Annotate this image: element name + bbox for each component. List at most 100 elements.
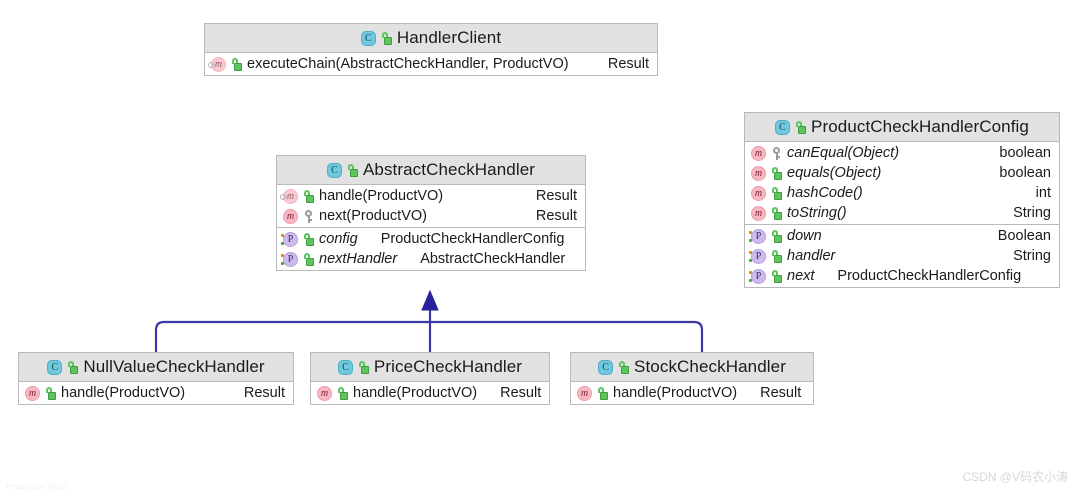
member-type: AbstractCheckHandler xyxy=(420,251,566,267)
member-name: canEqual(Object) xyxy=(787,145,900,161)
member-type: String xyxy=(1013,248,1051,264)
generalization-arrowhead xyxy=(421,289,439,311)
method-icon: m xyxy=(280,188,298,204)
class-box-product-check-handler-config[interactable]: C ProductCheckHandlerConfig m canEqual(O… xyxy=(744,112,1060,288)
public-padlock-icon xyxy=(771,206,782,220)
public-padlock-icon xyxy=(303,232,314,246)
property-icon: P xyxy=(281,251,298,267)
member-type: String xyxy=(1013,205,1051,221)
member-row[interactable]: P next ProductCheckHandlerConfig xyxy=(745,266,1059,286)
class-header: C ProductCheckHandlerConfig xyxy=(745,113,1059,142)
member-type: boolean xyxy=(999,165,1051,181)
public-padlock-icon xyxy=(771,229,782,243)
member-type: boolean xyxy=(999,145,1051,161)
property-icon: P xyxy=(749,228,766,244)
method-icon: m xyxy=(751,145,766,161)
class-box-handler-client[interactable]: C HandlerClient m executeChain(AbstractC… xyxy=(204,23,658,76)
property-icon: P xyxy=(749,268,766,284)
member-name: executeChain(AbstractCheckHandler, Produ… xyxy=(247,56,569,72)
public-padlock-icon xyxy=(303,189,314,203)
public-padlock-icon xyxy=(45,386,56,400)
member-name: nextHandler xyxy=(319,251,398,267)
member-type: Result xyxy=(535,188,577,204)
class-icon: C xyxy=(47,359,63,375)
member-name: hashCode() xyxy=(787,185,863,201)
public-padlock-icon xyxy=(358,360,369,374)
member-row[interactable]: m executeChain(AbstractCheckHandler, Pro… xyxy=(205,54,657,74)
member-row[interactable]: P down Boolean xyxy=(745,226,1059,246)
class-name: AbstractCheckHandler xyxy=(362,160,536,179)
public-padlock-icon xyxy=(337,386,348,400)
method-icon: m xyxy=(751,205,766,221)
public-padlock-icon xyxy=(795,120,807,134)
member-type: Result xyxy=(607,56,649,72)
class-name: StockCheckHandler xyxy=(634,357,786,376)
class-icon: C xyxy=(360,30,376,46)
protected-key-icon xyxy=(303,209,314,223)
public-padlock-icon xyxy=(381,31,392,45)
property-section: P config ProductCheckHandlerConfig P nex… xyxy=(277,227,585,270)
protected-key-icon xyxy=(771,146,782,160)
member-row[interactable]: m handle(ProductVO) Result xyxy=(19,383,293,403)
method-icon: m xyxy=(208,56,226,72)
member-row[interactable]: m handle(ProductVO) Result xyxy=(311,383,549,403)
method-icon: m xyxy=(283,208,298,224)
method-icon: m xyxy=(751,185,766,201)
member-name: handle(ProductVO) xyxy=(353,385,478,401)
member-row[interactable]: m canEqual(Object) boolean xyxy=(745,143,1059,163)
class-name: NullValueCheckHandler xyxy=(83,357,265,376)
public-padlock-icon xyxy=(347,163,358,177)
member-name: handler xyxy=(787,248,836,264)
member-row[interactable]: P config ProductCheckHandlerConfig xyxy=(277,229,585,249)
method-section: m handle(ProductVO) Result m next(Produc… xyxy=(277,185,585,227)
member-row[interactable]: P nextHandler AbstractCheckHandler xyxy=(277,249,585,269)
member-row[interactable]: m equals(Object) boolean xyxy=(745,163,1059,183)
method-section: m handle(ProductVO) Result xyxy=(571,382,813,404)
edge-stock xyxy=(430,320,704,352)
class-box-null-value-check-handler[interactable]: C NullValueCheckHandler m handle(Product… xyxy=(18,352,294,405)
public-padlock-icon xyxy=(67,360,79,374)
class-box-price-check-handler[interactable]: C PriceCheckHandler m handle(ProductVO) … xyxy=(310,352,550,405)
member-name: next(ProductVO) xyxy=(319,208,427,224)
member-name: next xyxy=(787,268,815,284)
member-name: handle(ProductVO) xyxy=(61,385,186,401)
method-icon: m xyxy=(577,385,592,401)
class-header: C AbstractCheckHandler xyxy=(277,156,585,185)
member-name: toString() xyxy=(787,205,847,221)
member-row[interactable]: m hashCode() int xyxy=(745,183,1059,203)
method-section: m executeChain(AbstractCheckHandler, Pro… xyxy=(205,53,657,75)
class-icon: C xyxy=(326,162,342,178)
class-header: C StockCheckHandler xyxy=(571,353,813,382)
class-name: ProductCheckHandlerConfig xyxy=(811,117,1029,136)
csdn-watermark: CSDN @V码农小涛 xyxy=(962,470,1068,484)
member-row[interactable]: m handle(ProductVO) Result xyxy=(571,383,813,403)
member-type: int xyxy=(1035,185,1051,201)
method-section: m handle(ProductVO) Result xyxy=(19,382,293,404)
member-type: ProductCheckHandlerConfig xyxy=(837,268,1022,284)
member-row[interactable]: m next(ProductVO) Result xyxy=(277,206,585,226)
class-icon: C xyxy=(775,119,791,135)
member-name: handle(ProductVO) xyxy=(613,385,738,401)
class-box-stock-check-handler[interactable]: C StockCheckHandler m handle(ProductVO) … xyxy=(570,352,814,405)
member-type: Result xyxy=(243,385,285,401)
public-padlock-icon xyxy=(303,252,314,266)
class-header: C NullValueCheckHandler xyxy=(19,353,293,382)
member-type: Result xyxy=(535,208,577,224)
member-name: down xyxy=(787,228,822,244)
member-row[interactable]: m toString() String xyxy=(745,203,1059,223)
member-name: config xyxy=(319,231,358,247)
member-type: ProductCheckHandlerConfig xyxy=(380,231,565,247)
member-row[interactable]: P handler String xyxy=(745,246,1059,266)
method-icon: m xyxy=(751,165,766,181)
public-padlock-icon xyxy=(231,57,242,71)
method-section: m handle(ProductVO) Result xyxy=(311,382,549,404)
public-padlock-icon xyxy=(771,269,782,283)
class-name: PriceCheckHandler xyxy=(373,357,523,376)
member-type: Boolean xyxy=(997,228,1051,244)
member-name: handle(ProductVO) xyxy=(319,188,444,204)
member-row[interactable]: m handle(ProductVO) Result xyxy=(277,186,585,206)
class-box-abstract-check-handler[interactable]: C AbstractCheckHandler m handle(ProductV… xyxy=(276,155,586,271)
member-name: equals(Object) xyxy=(787,165,882,181)
class-name: HandlerClient xyxy=(396,28,502,47)
method-icon: m xyxy=(317,385,332,401)
